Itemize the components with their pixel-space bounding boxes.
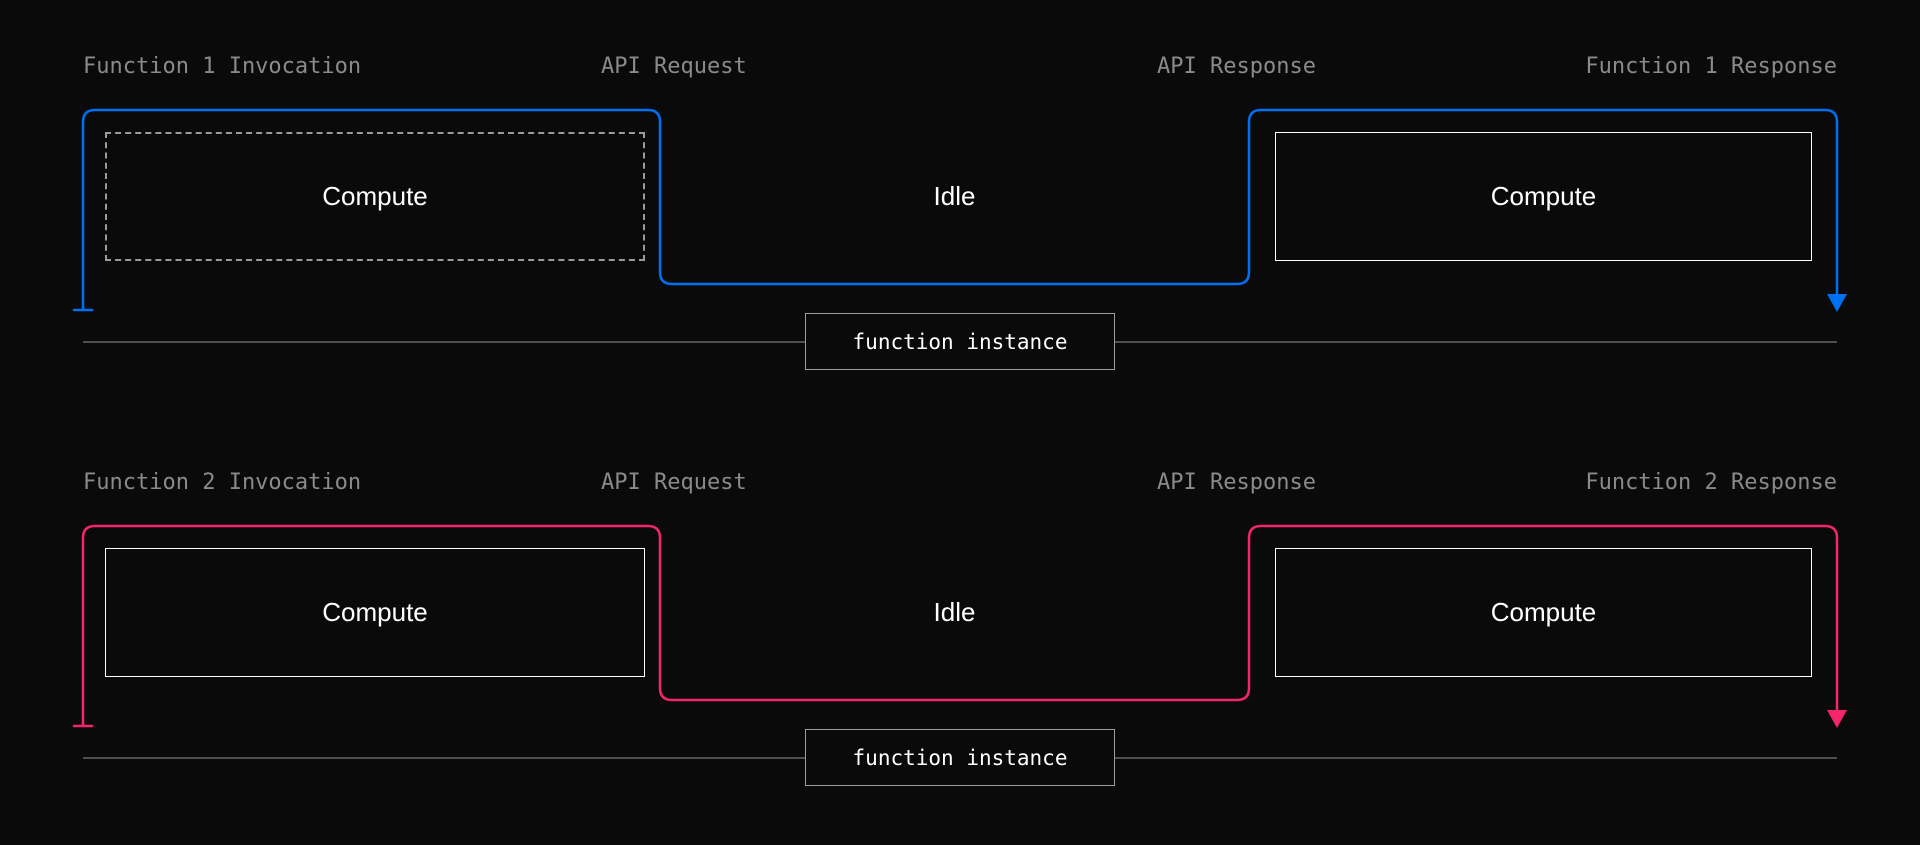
function-1-timeline: Function 1 Invocation API Request API Re… xyxy=(0,0,1920,400)
function-instance-box: function instance xyxy=(805,313,1115,370)
label-function-1-response: Function 1 Response xyxy=(1585,54,1837,79)
label-api-request: API Request xyxy=(601,54,747,79)
function-2-timeline: Function 2 Invocation API Request API Re… xyxy=(0,416,1920,816)
compute-box-left: Compute xyxy=(105,132,645,261)
compute-left-label: Compute xyxy=(322,181,428,211)
idle-region: Idle xyxy=(660,132,1249,261)
function-instance-box: function instance xyxy=(805,729,1115,786)
label-api-response: API Response xyxy=(1157,470,1316,495)
compute-left-label: Compute xyxy=(322,597,428,627)
compute-right-label: Compute xyxy=(1490,597,1597,627)
compute-right-label: Compute xyxy=(1490,181,1597,211)
idle-label: Idle xyxy=(933,181,976,211)
function-instance-label: function instance xyxy=(852,745,1068,770)
compute-box-left: Compute xyxy=(105,548,645,677)
idle-region: Idle xyxy=(660,548,1249,677)
compute-box-right: Compute xyxy=(1275,132,1812,261)
arrow-down-icon xyxy=(1827,294,1847,312)
label-function-2-invocation: Function 2 Invocation xyxy=(83,470,362,495)
compute-box-right: Compute xyxy=(1275,548,1812,677)
arrow-down-icon xyxy=(1827,710,1847,728)
label-function-1-invocation: Function 1 Invocation xyxy=(83,54,362,79)
label-api-request: API Request xyxy=(601,470,747,495)
label-api-response: API Response xyxy=(1157,54,1316,79)
function-instance-label: function instance xyxy=(852,329,1068,354)
idle-label: Idle xyxy=(933,597,976,627)
label-function-2-response: Function 2 Response xyxy=(1585,470,1837,495)
